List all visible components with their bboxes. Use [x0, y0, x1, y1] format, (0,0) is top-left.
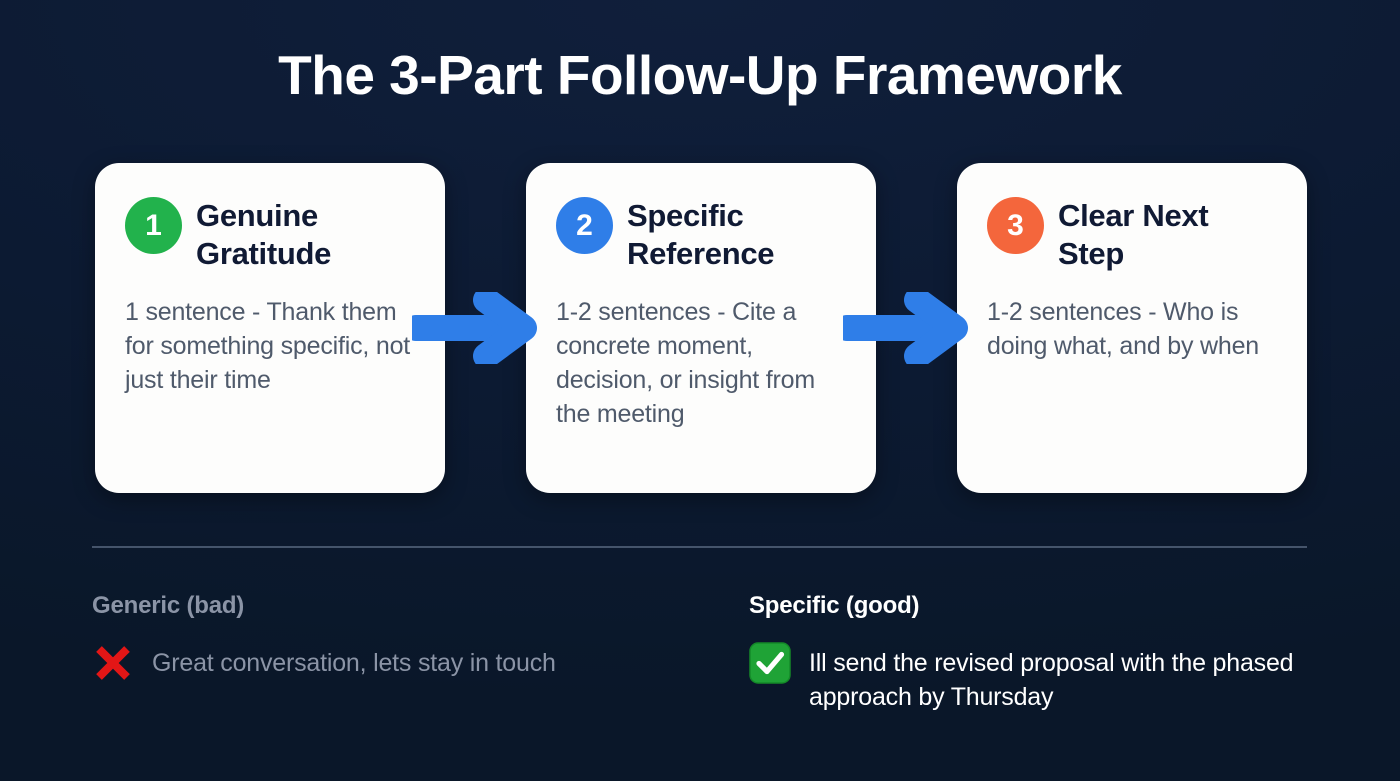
comparison-bad-text: Great conversation, lets stay in touch	[152, 649, 556, 677]
step-card-2-title: Specific Reference	[627, 198, 775, 271]
step-card-2-header: 2 Specific Reference	[556, 195, 846, 273]
comparison-bad-heading: Generic (bad)	[92, 592, 245, 619]
step-card-1-header: 1 Genuine Gratitude	[125, 195, 415, 273]
step-card-1[interactable]: 1 Genuine Gratitude 1 sentence - Thank t…	[95, 163, 445, 493]
step-card-2[interactable]: 2 Specific Reference 1-2 sentences - Cit…	[526, 163, 876, 493]
steps-row: 1 Genuine Gratitude 1 sentence - Thank t…	[95, 163, 1307, 493]
comparison-bad-example: Great conversation, lets stay in touch	[92, 642, 732, 684]
step-card-3[interactable]: 3 Clear Next Step 1-2 sentences - Who is…	[957, 163, 1307, 493]
arrow-right-icon	[412, 292, 542, 364]
step-card-3-header: 3 Clear Next Step	[987, 195, 1277, 273]
comparison-column-bad: Generic (bad) Great conversation, lets s…	[92, 592, 732, 684]
step-number-badge-1: 1	[125, 197, 182, 254]
check-mark-button-icon	[749, 642, 791, 684]
step-card-1-title: Genuine Gratitude	[196, 198, 332, 271]
step-number-badge-2: 2	[556, 197, 613, 254]
comparison-good-example: Ill send the revised proposal with the p…	[749, 642, 1312, 714]
step-card-1-body: 1 sentence - Thank them for something sp…	[125, 297, 411, 394]
step-card-2-body: 1-2 sentences - Cite a concrete moment, …	[556, 297, 816, 428]
step-card-3-title: Clear Next Step	[1058, 198, 1209, 271]
step-number-badge-3: 3	[987, 197, 1044, 254]
comparison-good-heading: Specific (good)	[749, 592, 920, 619]
page-title: The 3-Part Follow-Up Framework	[278, 44, 1122, 106]
step-card-3-body: 1-2 sentences - Who is doing what, and b…	[987, 297, 1259, 360]
section-divider	[92, 546, 1307, 548]
cross-mark-icon	[92, 642, 134, 684]
comparison-column-good: Specific (good) Ill send the revised pro…	[749, 592, 1312, 714]
comparison-good-text: Ill send the revised proposal with the p…	[809, 649, 1294, 711]
arrow-right-icon	[843, 292, 973, 364]
